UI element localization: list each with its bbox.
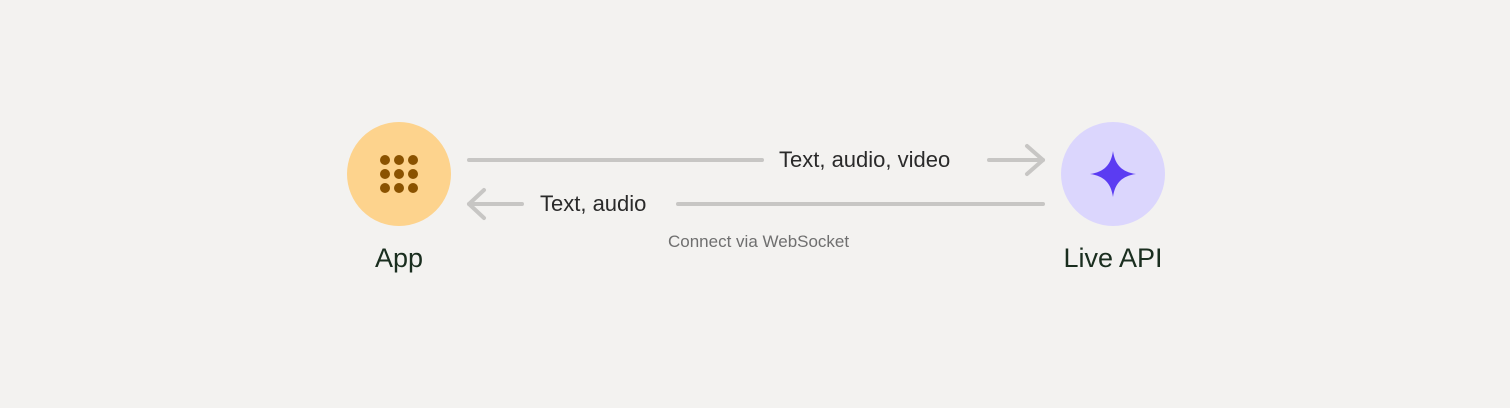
inbound-arrowhead	[467, 188, 486, 220]
live-api-node	[1061, 122, 1165, 226]
inbound-arrow	[467, 188, 1045, 220]
sparkle-icon	[1090, 151, 1136, 197]
app-grid-icon	[380, 155, 418, 193]
app-node	[347, 122, 451, 226]
transport-label: Connect via WebSocket	[668, 232, 850, 251]
outbound-flow-label: Text, audio, video	[779, 147, 951, 172]
outbound-arrowhead	[1025, 144, 1045, 176]
inbound-flow-label: Text, audio	[540, 191, 647, 216]
app-label: App	[374, 243, 424, 273]
outbound-arrow	[467, 144, 1045, 176]
live-api-label: Live API	[1063, 243, 1163, 273]
